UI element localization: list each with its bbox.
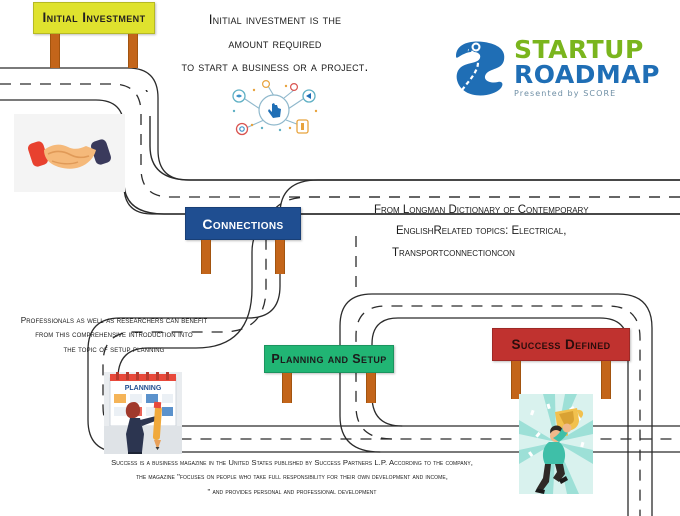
sign-connections[interactable]: Connections: [185, 207, 301, 274]
sign-initial-investment-posts: [33, 34, 155, 68]
success-desc-line-2: the magazine "focuses on people who take…: [136, 472, 448, 482]
investment-desc-line-1: Initial investment is the: [208, 12, 342, 27]
sign-success-defined-board[interactable]: Success Defined: [492, 328, 630, 361]
sign-post-right: [127, 34, 138, 68]
sign-success-defined-label: Success Defined: [511, 336, 611, 352]
connections-desc-line-1: From Longman Dictionary of Contemporary: [374, 204, 589, 216]
sign-planning-and-setup-board[interactable]: Planning and Setup: [264, 345, 394, 373]
sign-initial-investment-label: Initial Investment: [42, 10, 146, 26]
sign-post-left: [282, 373, 293, 403]
connections-description: From Longman Dictionary of Contemporary …: [374, 200, 624, 264]
planner-person: [125, 401, 162, 454]
planning-desc-line-3: the topic of setup planning: [63, 344, 165, 354]
sign-post-left: [511, 361, 522, 399]
logo-line-roadmap: ROADMAP: [514, 60, 660, 89]
sign-planning-and-setup-label: Planning and Setup: [271, 351, 387, 366]
sign-success-defined-posts: [492, 361, 630, 399]
planning-calendar-label: PLANNING: [125, 385, 162, 392]
sign-post-right: [274, 240, 285, 274]
logo-tagline: Presented by SCORE: [514, 88, 617, 98]
handshake-illustration: [16, 116, 123, 190]
sign-success-defined[interactable]: Success Defined: [492, 328, 630, 399]
investment-desc-line-3: to start a business or a project.: [181, 59, 369, 75]
startup-roadmap-logo[interactable]: STARTUP ROADMAP Presented by SCORE: [446, 35, 664, 100]
sign-post-right: [365, 373, 376, 403]
investment-desc-line-2: amount required: [228, 35, 322, 51]
planning-setup-description: Professionals as well as researchers can…: [14, 314, 214, 357]
network-connection-icon: [228, 78, 320, 140]
sign-connections-board[interactable]: Connections: [185, 207, 301, 240]
sign-connections-label: Connections: [202, 215, 284, 232]
connections-desc-line-3: Transportconnectioncon: [392, 246, 515, 259]
success-desc-line-3: " and provides personal and professional…: [207, 486, 377, 496]
sign-post-left: [201, 240, 212, 274]
trophy-celebration-illustration: [519, 394, 593, 494]
planning-desc-line-2: from this comprehensive introduction int…: [35, 330, 193, 340]
sign-initial-investment-board[interactable]: Initial Investment: [33, 2, 155, 34]
sign-planning-and-setup-posts: [264, 373, 394, 403]
sign-planning-and-setup[interactable]: Planning and Setup: [264, 345, 394, 403]
celebrating-person: [535, 423, 572, 494]
sign-post-left: [50, 34, 61, 68]
startup-roadmap-mark-icon: [456, 41, 505, 96]
logo-line-startup: STARTUP: [514, 35, 644, 64]
logo-wordmark: STARTUP ROADMAP Presented by SCORE: [514, 35, 664, 98]
sign-post-right: [600, 361, 611, 399]
planning-desc-line-1: Professionals as well as researchers can…: [20, 316, 208, 325]
connections-desc-line-2: EnglishRelated topics: Electrical,: [396, 225, 567, 238]
initial-investment-description: Initial investment is the amount require…: [160, 8, 390, 79]
success-desc-line-1: Success is a business magazine in the Un…: [111, 458, 473, 467]
sign-initial-investment[interactable]: Initial Investment: [33, 2, 155, 68]
planning-calendar-illustration: PLANNING: [104, 372, 182, 454]
success-defined-description: Success is a business magazine in the Un…: [62, 456, 522, 499]
sign-connections-posts: [185, 240, 301, 274]
